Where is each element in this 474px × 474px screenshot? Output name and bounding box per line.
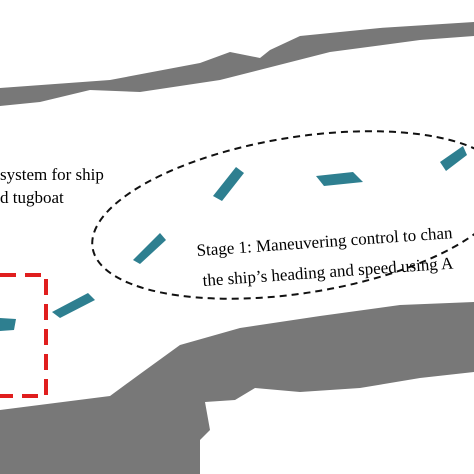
upper-bank — [0, 22, 474, 106]
ship-marker — [316, 172, 363, 186]
lower-bank — [0, 302, 474, 474]
ship-marker — [440, 146, 467, 171]
left-annotation-line1: system for ship — [0, 165, 104, 184]
tugboat-zone-box — [0, 273, 48, 398]
stage1-label-line1: Stage 1: Maneuvering control to chan — [196, 223, 454, 260]
ship-marker — [213, 167, 244, 201]
ship-marker — [0, 318, 16, 331]
stage1-label-line2: the ship’s heading and speed using A — [202, 253, 455, 290]
ship-marker — [52, 293, 95, 318]
ship-marker — [133, 233, 166, 264]
left-annotation-line2: d tugboat — [0, 188, 64, 207]
stage1-boundary — [91, 130, 474, 300]
